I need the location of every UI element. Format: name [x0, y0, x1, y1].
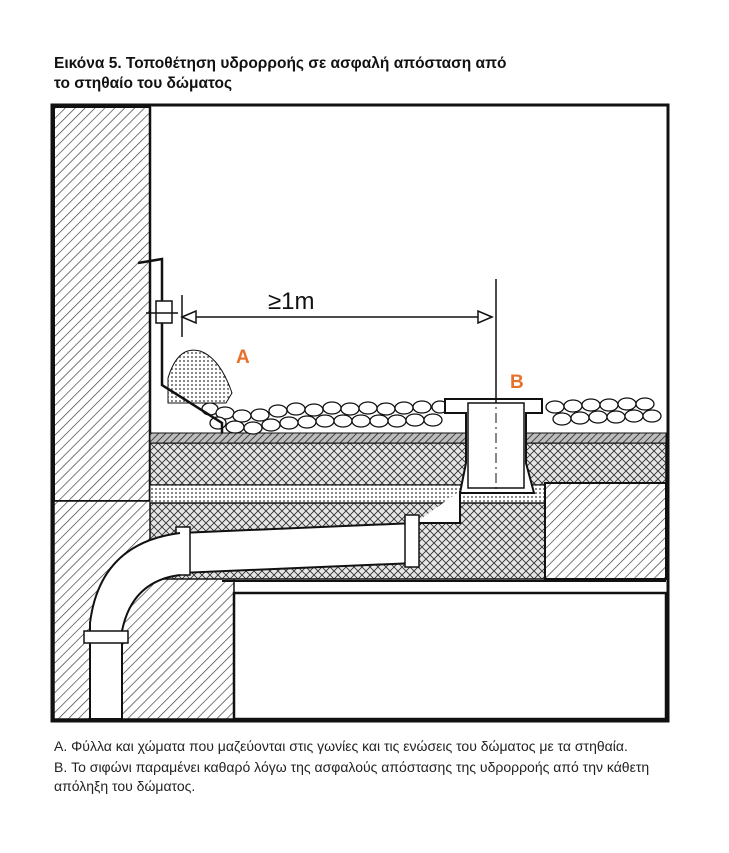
distance-label: ≥1m — [268, 288, 315, 315]
slab-block-right — [544, 482, 667, 580]
parapet-flashing — [137, 257, 224, 433]
membrane-layer — [149, 432, 667, 444]
label-a: A — [236, 347, 250, 368]
parapet-wall — [53, 106, 151, 502]
room-below — [232, 591, 668, 721]
pipe-socket-vertical — [83, 630, 129, 644]
flashing-clamp — [155, 300, 173, 324]
insulation-layer — [149, 442, 667, 486]
pipe-socket-right — [404, 514, 420, 568]
figure-caption: A. Φύλλα και χώματα που μαζεύονται στις … — [54, 737, 694, 798]
label-b: B — [510, 372, 524, 393]
caption-item-a: A. Φύλλα και χώματα που μαζεύονται στις … — [54, 738, 628, 754]
figure-title-line-2: το στηθαίο του δώματος — [54, 75, 233, 92]
roof-drain-outlet — [444, 353, 543, 494]
figure-title-line-1: Εικόνα 5. Τοποθέτηση υδρορροής σε ασφαλή… — [54, 55, 507, 72]
figure-title: Εικόνα 5. Τοποθέτηση υδρορροής σε ασφαλή… — [54, 54, 654, 94]
debris-pile — [167, 349, 233, 404]
caption-item-b: B. Το σιφώνι παραμένει καθαρό λόγω της α… — [54, 759, 650, 794]
gravel-ballast — [201, 397, 662, 435]
distance-dimension — [180, 279, 497, 403]
roof-drain-section-diagram: ≥1m A B — [50, 103, 670, 723]
drain-pipe — [83, 491, 461, 720]
